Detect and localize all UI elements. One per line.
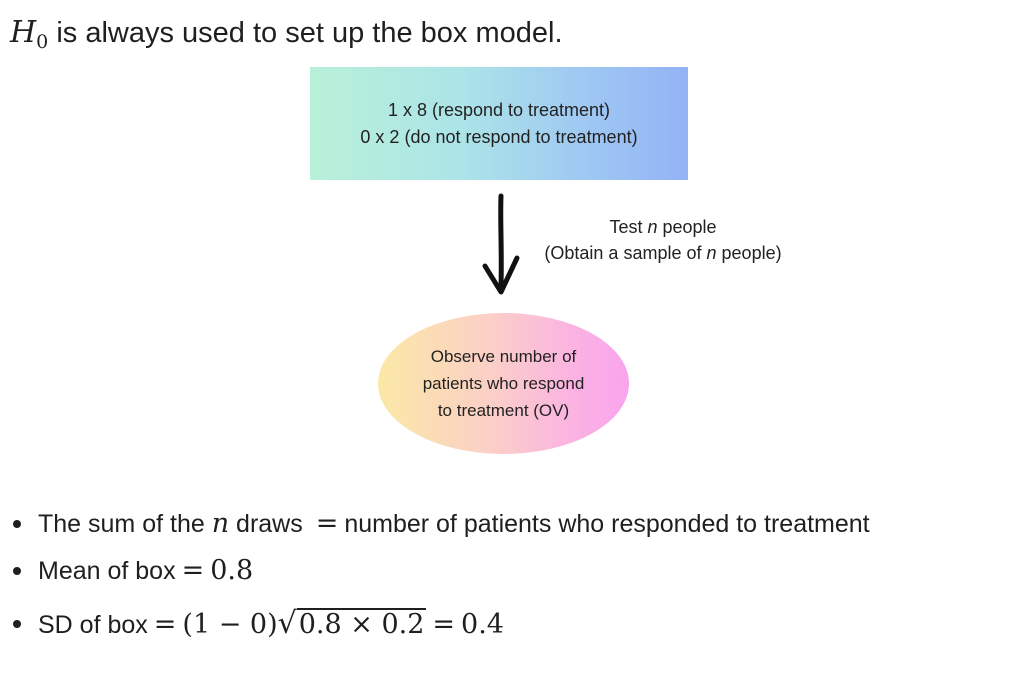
box-line-2: 0 x 2 (do not respond to treatment)	[360, 126, 638, 147]
ellipse-line-1: Observe number of	[430, 347, 577, 366]
arrow-label-line-2: (Obtain a sample of n people)	[520, 240, 806, 266]
arrow-label-pre: Test	[609, 217, 643, 237]
arrow-label-line-1: Test n people	[520, 214, 806, 240]
observation-ellipse: Observe number of patients who respond t…	[378, 313, 629, 454]
arrow-label-post: people	[662, 217, 717, 237]
mean-value: 0.8	[210, 555, 254, 586]
radical-sign: √	[277, 606, 297, 641]
arrow-label-var-2: n	[706, 243, 717, 263]
heading-text: is always used to set up the box model.	[56, 17, 563, 49]
h-subscript: 0	[36, 31, 49, 53]
radicand: 0.8 × 0.2	[296, 608, 427, 640]
bullet-sd-of-box: SD of box=(1 − 0)√0.8 × 0.2=0.4	[0, 596, 870, 652]
arrow-label-pre-2: (Obtain a sample of	[544, 243, 702, 263]
equals-sign: =	[432, 609, 456, 640]
equals-sign: =	[315, 508, 339, 539]
box-model-box: 1 x 8 (respond to treatment) 0 x 2 (do n…	[310, 67, 688, 180]
h-letter: H	[10, 15, 37, 50]
ellipse-line-2: patients who respond	[422, 374, 585, 393]
equals-sign: =	[181, 555, 205, 586]
box-line-1: 1 x 8 (respond to treatment)	[387, 99, 611, 120]
bullet-text: number of patients who responded to trea…	[344, 510, 870, 538]
heading: H0 is always used to set up the box mode…	[10, 14, 563, 61]
ellipse-line-3: to treatment (OV)	[437, 401, 570, 420]
bullet-text: Mean of box	[38, 557, 176, 585]
math-var-n: n	[211, 508, 230, 539]
bullet-text: draws	[236, 510, 303, 538]
arrow-label: Test n people (Obtain a sample of n peop…	[520, 214, 806, 266]
bullet-list: The sum of the n draws =number of patien…	[0, 502, 870, 652]
range-factor: (1 − 0)	[182, 609, 278, 640]
square-root: √0.8 × 0.2	[278, 596, 427, 653]
down-arrow-icon	[482, 193, 520, 295]
equals-sign: =	[153, 609, 177, 640]
bullet-text: The sum of the	[38, 510, 205, 538]
sd-value: 0.4	[461, 609, 504, 640]
arrow-label-var: n	[647, 217, 658, 237]
bullet-mean-of-box: Mean of box=0.8	[0, 546, 870, 596]
bullet-text: SD of box	[38, 611, 148, 639]
bullet-sum-of-draws: The sum of the n draws =number of patien…	[0, 502, 870, 546]
h0-symbol: H0	[10, 15, 49, 53]
arrow-label-post-2: people)	[721, 243, 782, 263]
